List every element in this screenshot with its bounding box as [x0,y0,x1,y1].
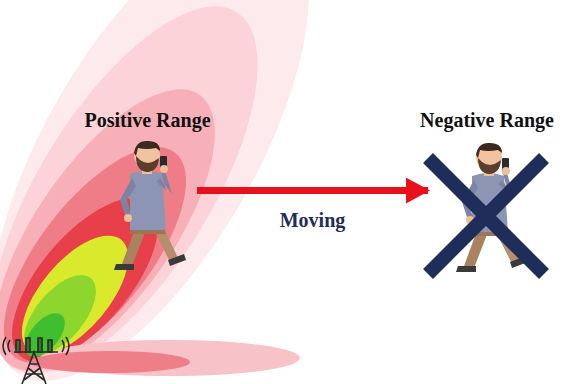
edge-label: Moving [280,209,346,232]
person-node: Positive Range [100,136,195,276]
cross-mark [428,158,544,274]
person-node: Negative Range [432,136,542,276]
range-heading: Positive Range [84,109,210,132]
move-arrow [197,187,428,194]
cell-tower [3,337,69,384]
person-figure [114,141,186,270]
range-heading: Negative Range [420,109,554,132]
